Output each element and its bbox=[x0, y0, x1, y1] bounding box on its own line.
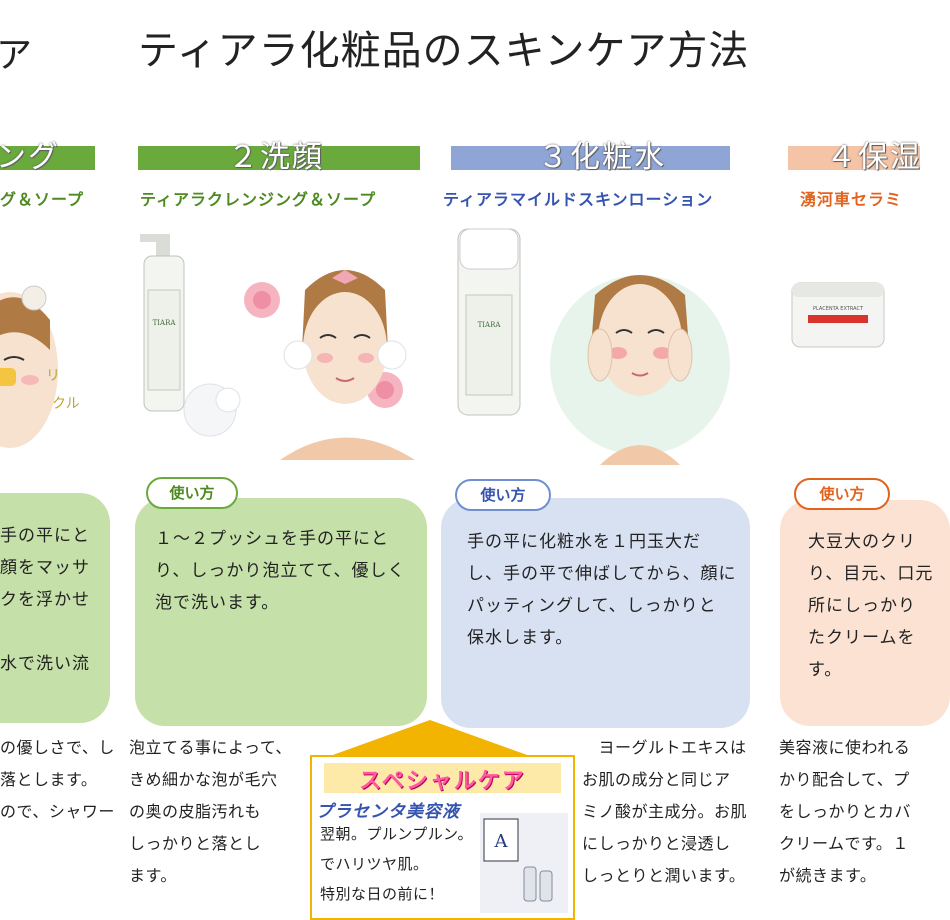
step-2-usage-line: 泡で洗います。 bbox=[155, 593, 280, 613]
special-desc-line: 特別な日の前に！ bbox=[320, 885, 445, 903]
left-title-fragment: ア bbox=[0, 35, 33, 76]
step-1-desc-line: の優しさで、し bbox=[0, 738, 115, 757]
step-1-usage-box bbox=[0, 493, 110, 723]
step-1-usage-line: クを浮かせ bbox=[0, 590, 90, 610]
step-1-usage-line bbox=[0, 616, 110, 648]
step-1-photo: リ クル bbox=[0, 250, 90, 460]
step-1-description: の優しさで、し 落とします。 ので、シャワー bbox=[0, 732, 120, 828]
step-3-description: ヨーグルトエキスは お肌の成分と同じア ミノ酸が主成分。お肌 にしっかりと浸透し… bbox=[582, 732, 772, 892]
step-4-usage-line: たクリームを bbox=[808, 628, 916, 648]
step-2-usage-box bbox=[135, 498, 427, 726]
step-4-usage-line: 大豆大のクリ bbox=[808, 532, 916, 552]
svg-text:TIARA: TIARA bbox=[478, 321, 502, 329]
special-care-panel: スペシャルケア プラセンタ美容液 A 翌朝。プルンプルン。 でハリツヤ肌。 特別… bbox=[310, 755, 575, 920]
svg-text:PLACENTA EXTRACT: PLACENTA EXTRACT bbox=[813, 306, 864, 312]
step-3-usage-text: 手の平に化粧水を１円玉大だ し、手の平で伸ばしてから、顔に パッティングして、し… bbox=[467, 526, 747, 654]
step-2-desc-line: しっかりと落とし bbox=[129, 834, 262, 853]
step-1-desc-line: ので、シャワー bbox=[0, 802, 115, 821]
step-2-desc-line: 泡立てる事によって、 bbox=[129, 738, 292, 757]
step-1-bar bbox=[0, 146, 95, 170]
step-4-label: ４保湿 bbox=[826, 140, 922, 175]
step-4-desc-line: かり配合して、プ bbox=[779, 770, 910, 789]
special-product-photo: A bbox=[480, 813, 568, 913]
step-4-usage-text: 大豆大のクリ り、目元、口元 所にしっかり たクリームを す。 bbox=[808, 526, 934, 686]
special-product-name: プラセンタ美容液 bbox=[316, 802, 460, 822]
svg-text:リ: リ bbox=[46, 368, 60, 384]
special-desc-line: 翌朝。プルンプルン。 bbox=[320, 825, 474, 843]
special-desc-line: でハリツヤ肌。 bbox=[320, 855, 429, 873]
step-2-description: 泡立てる事によって、 きめ細かな泡が毛穴 の奥の皮脂汚れも しっかりと落とし ま… bbox=[129, 732, 314, 892]
svg-text:TIARA: TIARA bbox=[153, 319, 177, 327]
step-4-description: 美容液に使われる かり配合して、プ をしっかりとカバ クリームです。１ が続きま… bbox=[779, 732, 920, 892]
step-2-usage-tag: 使い方 bbox=[146, 477, 238, 509]
step-3-desc-line: ミノ酸が主成分。お肌 bbox=[582, 802, 748, 821]
step-3-desc-line: にしっかりと浸透し bbox=[582, 834, 731, 853]
step-1-usage-line: 手の平にと bbox=[0, 526, 90, 546]
step-4-usage-tag: 使い方 bbox=[794, 478, 890, 510]
step-4-photo: PLACENTA EXTRACT bbox=[788, 275, 920, 355]
step-3-usage-tag: 使い方 bbox=[455, 479, 551, 511]
step-1-usage-line: 水で洗い流 bbox=[0, 654, 90, 674]
step-4-desc-line: をしっかりとカバ bbox=[779, 802, 912, 821]
special-title-bar: スペシャルケア bbox=[324, 763, 561, 794]
step-3-usage-line: 保水します。 bbox=[467, 628, 574, 648]
svg-text:クル: クル bbox=[52, 396, 80, 412]
step-4-desc-line: クリームです。１ bbox=[779, 834, 909, 853]
step-3-usage-line: し、手の平で伸ばしてから、顔に bbox=[467, 564, 737, 584]
step-1-usage-line: 顔をマッサ bbox=[0, 558, 90, 578]
step-3-usage-line: 手の平に化粧水を１円玉大だ bbox=[467, 532, 701, 552]
step-1-desc-line: 落とします。 bbox=[0, 770, 98, 789]
svg-text:A: A bbox=[494, 831, 509, 852]
step-2-desc-line: の奥の皮脂汚れも bbox=[129, 802, 262, 821]
step-4-desc-line: が続きます。 bbox=[779, 866, 877, 885]
step-3-bar bbox=[451, 146, 730, 170]
step-1-usage-text: 手の平にと 顔をマッサ クを浮かせ 水で洗い流 bbox=[0, 520, 110, 680]
step-4-desc-line: 美容液に使われる bbox=[779, 738, 911, 757]
step-1-label: ング bbox=[0, 140, 60, 175]
page-title: ティアラ化粧品のスキンケア方法 bbox=[138, 28, 750, 74]
special-description: 翌朝。プルンプルン。 でハリツヤ肌。 特別な日の前に！ bbox=[320, 819, 485, 909]
step-3-usage-line: パッティングして、しっかりと bbox=[467, 596, 717, 616]
special-care-title: スペシャルケア bbox=[359, 769, 526, 794]
step-3-desc-line: お肌の成分と同じア bbox=[582, 770, 731, 789]
step-2-desc-line: きめ細かな泡が毛穴 bbox=[129, 770, 278, 789]
step-2-usage-line: り、しっかり泡立てて、優しく bbox=[155, 561, 406, 581]
step-3-photo: TIARA bbox=[450, 225, 750, 465]
step-3-product-name: ティアラマイルドスキンローション bbox=[443, 190, 714, 209]
step-4-usage-line: り、目元、口元 bbox=[808, 564, 934, 584]
step-4-usage-box bbox=[780, 500, 950, 726]
step-4-usage-line: 所にしっかり bbox=[808, 596, 916, 616]
step-2-label: ２洗顔 bbox=[228, 140, 324, 175]
step-3-desc-line: しっとりと潤います。 bbox=[582, 866, 746, 885]
step-2-product-name: ティアラクレンジング＆ソープ bbox=[140, 190, 377, 209]
step-3-desc-line: ヨーグルトエキスは bbox=[582, 738, 747, 757]
step-2-desc-line: ます。 bbox=[129, 866, 177, 885]
step-1-product-name: グ＆ソープ bbox=[0, 190, 85, 209]
step-4-usage-line: す。 bbox=[808, 660, 843, 680]
step-2-photo: TIARA bbox=[130, 230, 420, 460]
step-2-bar bbox=[138, 146, 420, 170]
step-3-label: ３化粧水 bbox=[538, 140, 666, 175]
step-4-bar bbox=[788, 146, 920, 170]
step-2-usage-text: １〜２プッシュを手の平にと り、しっかり泡立てて、優しく 泡で洗います。 bbox=[155, 523, 425, 619]
step-2-usage-line: １〜２プッシュを手の平にと bbox=[155, 529, 389, 549]
step-3-usage-box bbox=[441, 498, 750, 728]
special-callout-arrow bbox=[330, 720, 530, 756]
step-4-product-name: 湧河車セラミ bbox=[800, 190, 903, 209]
